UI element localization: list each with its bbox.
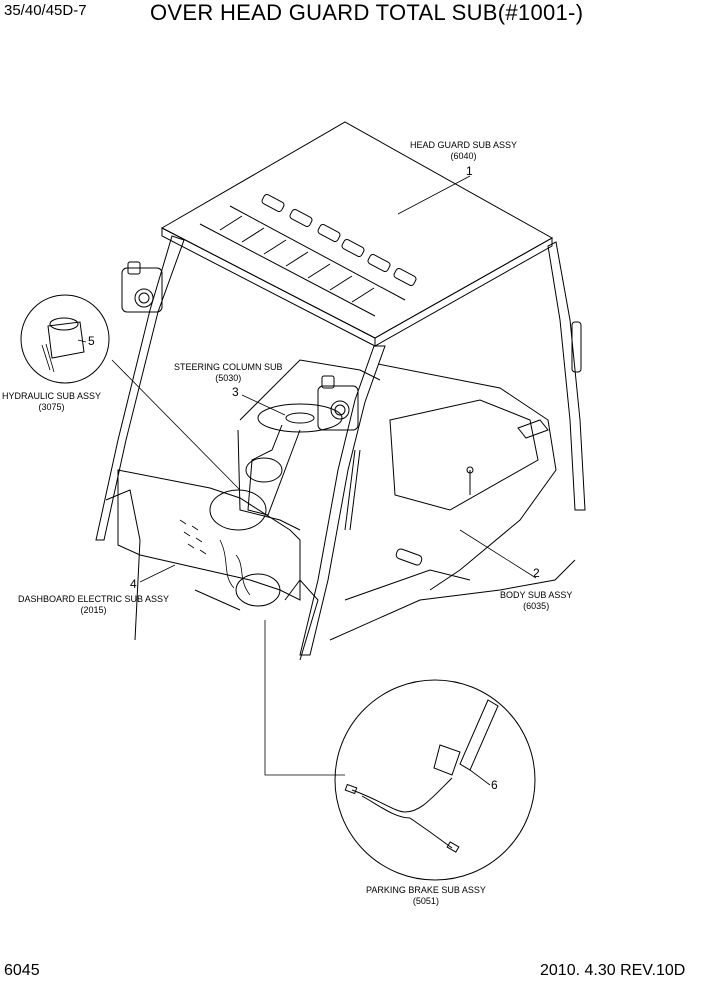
label-name: DASHBOARD ELECTRIC SUB ASSY [18, 594, 170, 604]
label-name: BODY SUB ASSY [500, 590, 573, 600]
label-name: HYDRAULIC SUB ASSY [2, 391, 102, 401]
label-name: STEERING COLUMN SUB [174, 362, 283, 372]
truck-body [237, 359, 576, 641]
callout-number-6: 6 [491, 778, 498, 792]
callout-number-4: 4 [130, 577, 137, 591]
hydraulic-detail [20, 294, 110, 384]
work-lights [121, 261, 359, 431]
label-code: (6040) [450, 151, 477, 161]
callout-number-2: 2 [533, 566, 540, 580]
callout-number-3: 3 [232, 385, 239, 399]
label-code: (2015) [80, 605, 107, 615]
label-steering-column: STEERING COLUMN SUB (5030) [174, 362, 283, 384]
page-title: OVER HEAD GUARD TOTAL SUB(#1001-) [150, 0, 584, 25]
revision-date: 2010. 4.30 REV.10D [540, 962, 686, 979]
label-name: HEAD GUARD SUB ASSY [410, 140, 518, 150]
callout-number-1: 1 [466, 164, 473, 178]
label-code: (3075) [38, 402, 65, 412]
label-code: (6035) [523, 601, 550, 611]
parking-brake-detail [334, 679, 536, 881]
label-hydraulic: HYDRAULIC SUB ASSY (3075) [2, 391, 101, 413]
model-code: 35/40/45D-7 [4, 2, 87, 19]
label-body: BODY SUB ASSY (6035) [500, 590, 572, 612]
head-guard-roof [160, 121, 554, 347]
label-parking-brake: PARKING BRAKE SUB ASSY (5051) [366, 885, 486, 907]
leader-lines [77, 175, 537, 786]
label-head-guard: HEAD GUARD SUB ASSY (6040) [410, 140, 517, 162]
guard-pillars [95, 235, 586, 656]
dashboard-panel [105, 469, 319, 661]
steering-column [245, 403, 343, 516]
callout-number-5: 5 [88, 334, 95, 348]
page-number: 6045 [4, 962, 40, 979]
label-name: PARKING BRAKE SUB ASSY [366, 885, 486, 895]
label-dashboard-electric: DASHBOARD ELECTRIC SUB ASSY (2015) [18, 594, 169, 616]
label-code: (5051) [412, 896, 439, 906]
label-code: (5030) [215, 373, 242, 383]
